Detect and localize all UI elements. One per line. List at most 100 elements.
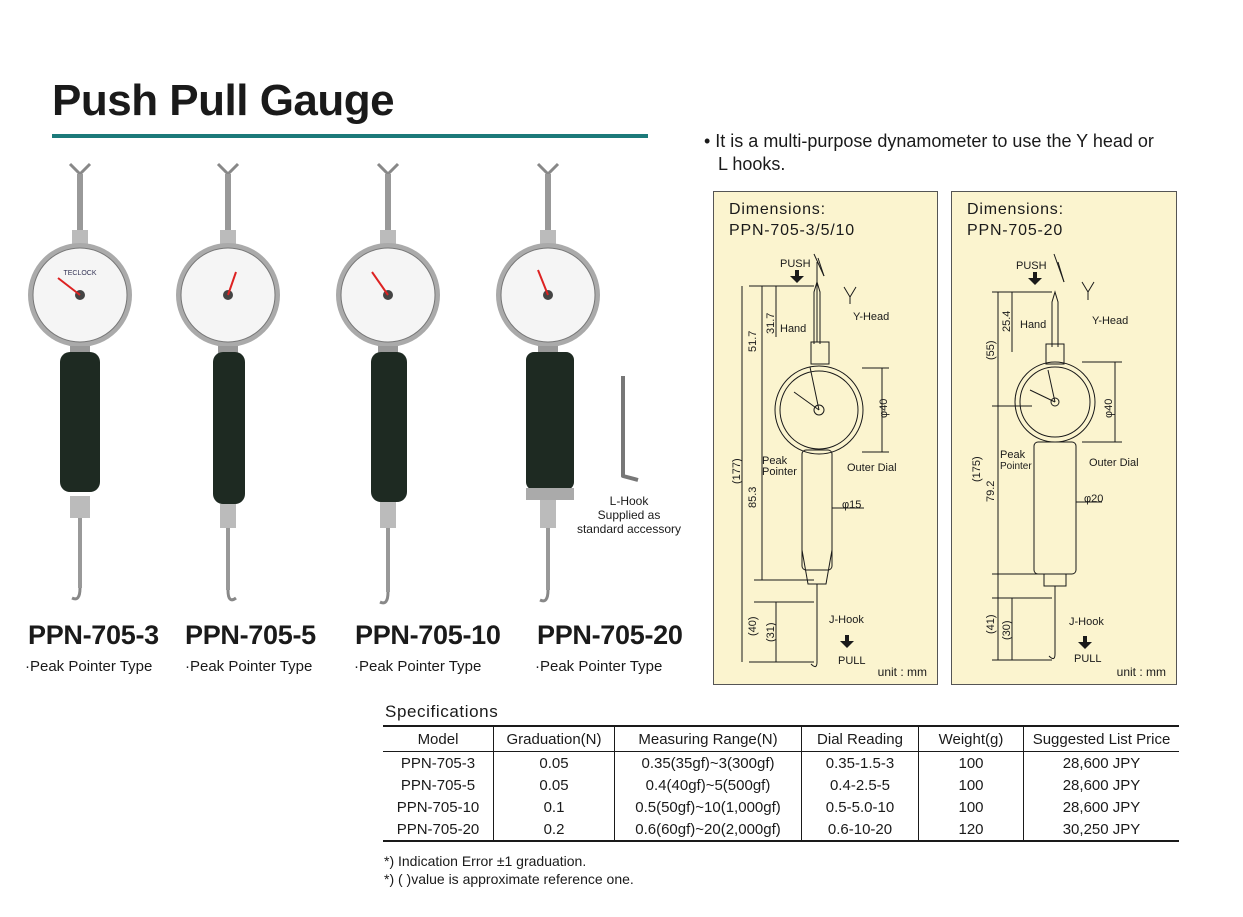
- gauge-drawing: [336, 162, 440, 605]
- description-line-1: • It is a multi-purpose dynamometer to u…: [704, 131, 1154, 151]
- footnote-2: *) ( )value is approximate reference one…: [384, 871, 634, 887]
- dimension-heading-line-1: Dimensions:: [729, 201, 826, 218]
- gauge-drawing: TECLOCK: [28, 162, 132, 601]
- gauge-drawing: [496, 162, 600, 603]
- description-bullet: • It is a multi-purpose dynamometer to u…: [704, 130, 1204, 176]
- y-head-label: Y-Head: [853, 311, 889, 323]
- peak-label-2: Pointer: [762, 466, 797, 478]
- pull-label: PULL: [1074, 653, 1102, 665]
- cell-model: PPN-705-3: [400, 754, 476, 772]
- column-header-dial-reading: Dial Reading: [801, 725, 919, 752]
- column-header-weight: Weight(g): [918, 725, 1024, 752]
- cell-price: 30,250 JPY: [1023, 818, 1179, 842]
- outer-dial-label: Outer Dial: [1089, 457, 1139, 469]
- specifications-title: Specifications: [385, 702, 499, 721]
- push-label: PUSH: [1016, 260, 1047, 272]
- pull-label: PULL: [838, 655, 866, 667]
- cell-weight: 120: [918, 818, 1024, 842]
- table-row: PPN-705-20 0.2 0.6(60gf)~20(2,000gf) 0.6…: [383, 818, 1179, 842]
- dim-hook-2-label: (30): [1001, 620, 1013, 640]
- peak-label-1: Peak: [762, 455, 788, 467]
- model-name-2: PPN-705-5: [185, 620, 316, 650]
- page-title: Push Pull Gauge: [52, 76, 395, 125]
- j-hook-label: J-Hook: [829, 614, 864, 626]
- cell-price: 28,600 JPY: [1023, 774, 1179, 796]
- j-hook-label: J-Hook: [1069, 616, 1104, 628]
- dimension-box-ppn-705-3-5-10: Dimensions: PPN-705-3/5/10: [713, 191, 938, 685]
- cell-model: PPN-705-20: [383, 818, 494, 842]
- cell-measuring-range: 0.35(35gf)~3(300gf): [614, 751, 802, 774]
- cell-weight: 100: [918, 774, 1024, 796]
- cell-dial-reading: 0.35-1.5-3: [801, 751, 919, 774]
- specifications-table: Model Graduation(N) Measuring Range(N) D…: [383, 725, 1179, 842]
- cell-model: PPN-705-5: [400, 776, 476, 794]
- cell-graduation: 0.2: [493, 818, 615, 842]
- table-row: PPN-705-10 0.1 0.5(50gf)~10(1,000gf) 0.5…: [383, 796, 1179, 818]
- push-label: PUSH: [780, 258, 811, 270]
- model-type-4: ·Peak Pointer Type: [535, 658, 663, 675]
- grip-diameter-label: φ20: [1084, 493, 1103, 505]
- l-hook-image: [621, 376, 639, 482]
- cell-dial-reading: 0.4-2.5-5: [801, 774, 919, 796]
- cell-dial-reading: 0.6-10-20: [801, 818, 919, 842]
- dim-hook-1-label: (41): [985, 614, 997, 634]
- l-hook-caption-line-3: standard accessory: [576, 522, 682, 536]
- l-hook-caption-line-2: Supplied as: [597, 508, 661, 522]
- hand-label: Hand: [1020, 319, 1046, 331]
- outer-dial-label: Outer Dial: [847, 462, 897, 474]
- table-header-row: Model Graduation(N) Measuring Range(N) D…: [383, 725, 1179, 752]
- l-hook-caption: L-Hook Supplied as standard accessory: [570, 494, 688, 536]
- model-type-3: ·Peak Pointer Type: [354, 658, 482, 675]
- cell-graduation: 0.1: [493, 796, 615, 818]
- dim-hook-1-label: (40): [747, 616, 759, 636]
- cell-weight: 100: [918, 796, 1024, 818]
- model-name-3: PPN-705-10: [355, 620, 501, 650]
- dimension-drawing: PUSH Y-Head Hand Peak Pointer Outer Dial…: [731, 253, 897, 668]
- cell-graduation: 0.05: [493, 774, 615, 796]
- dimension-heading-line-2: PPN-705-20: [967, 222, 1064, 239]
- dimension-heading-line-1: Dimensions:: [967, 201, 1064, 218]
- cell-weight: 100: [918, 751, 1024, 774]
- y-head-label: Y-Head: [1092, 315, 1128, 327]
- model-name-4: PPN-705-20: [537, 620, 683, 650]
- footnote-1: *) Indication Error ±1 graduation.: [384, 853, 587, 869]
- gauge-image-ppn-705-10: [336, 162, 440, 605]
- dim-body-label: 85.3: [747, 487, 759, 508]
- peak-label-2: Pointer: [1000, 461, 1032, 472]
- dimension-heading-line-2: PPN-705-3/5/10: [729, 222, 855, 239]
- dim-total-label: (177): [731, 458, 743, 484]
- column-header-measuring-range: Measuring Range(N): [614, 725, 802, 752]
- dim-mid-label: (55): [985, 340, 997, 360]
- cell-graduation: 0.05: [493, 751, 615, 774]
- cell-price: 28,600 JPY: [1023, 751, 1179, 774]
- model-type-1: ·Peak Pointer Type: [25, 658, 153, 675]
- table-row: PPN-705-5 0.05 0.4(40gf)~5(500gf) 0.4-2.…: [383, 774, 1179, 796]
- dimension-heading: Dimensions: PPN-705-20: [967, 199, 1064, 241]
- cell-measuring-range: 0.5(50gf)~10(1,000gf): [614, 796, 802, 818]
- cell-measuring-range: 0.4(40gf)~5(500gf): [614, 774, 802, 796]
- peak-label-1: Peak: [1000, 449, 1026, 461]
- column-header-graduation: Graduation(N): [493, 725, 615, 752]
- dimension-drawing: PUSH Y-Head Hand Peak Pointer Outer Dial…: [971, 253, 1139, 665]
- unit-label: unit : mm: [1116, 665, 1166, 679]
- dial-diameter-label: φ40: [1103, 399, 1115, 418]
- gauge-drawing: [176, 162, 280, 602]
- table-row: PPN-705-3 0.05 0.35(35gf)~3(300gf) 0.35-…: [383, 751, 1179, 774]
- dim-total-label: (175): [971, 456, 983, 482]
- dim-mid-label: 51.7: [747, 331, 759, 352]
- title-underline: [52, 134, 648, 138]
- unit-label: unit : mm: [877, 665, 927, 679]
- column-header-price: Suggested List Price: [1023, 725, 1179, 752]
- svg-text:TECLOCK: TECLOCK: [63, 270, 96, 277]
- dim-hook-2-label: (31): [765, 622, 777, 642]
- cell-measuring-range: 0.6(60gf)~20(2,000gf): [614, 818, 802, 842]
- cell-model: PPN-705-10: [396, 798, 480, 816]
- dim-top-label: 25.4: [1001, 311, 1013, 332]
- dimension-heading: Dimensions: PPN-705-3/5/10: [729, 199, 855, 241]
- dial-diameter-label: φ40: [878, 399, 890, 418]
- hand-label: Hand: [780, 323, 806, 335]
- cell-dial-reading: 0.5-5.0-10: [801, 796, 919, 818]
- gauge-image-ppn-705-20: [496, 162, 600, 603]
- dim-top-label: 31.7: [765, 313, 777, 334]
- model-type-2: ·Peak Pointer Type: [185, 658, 313, 675]
